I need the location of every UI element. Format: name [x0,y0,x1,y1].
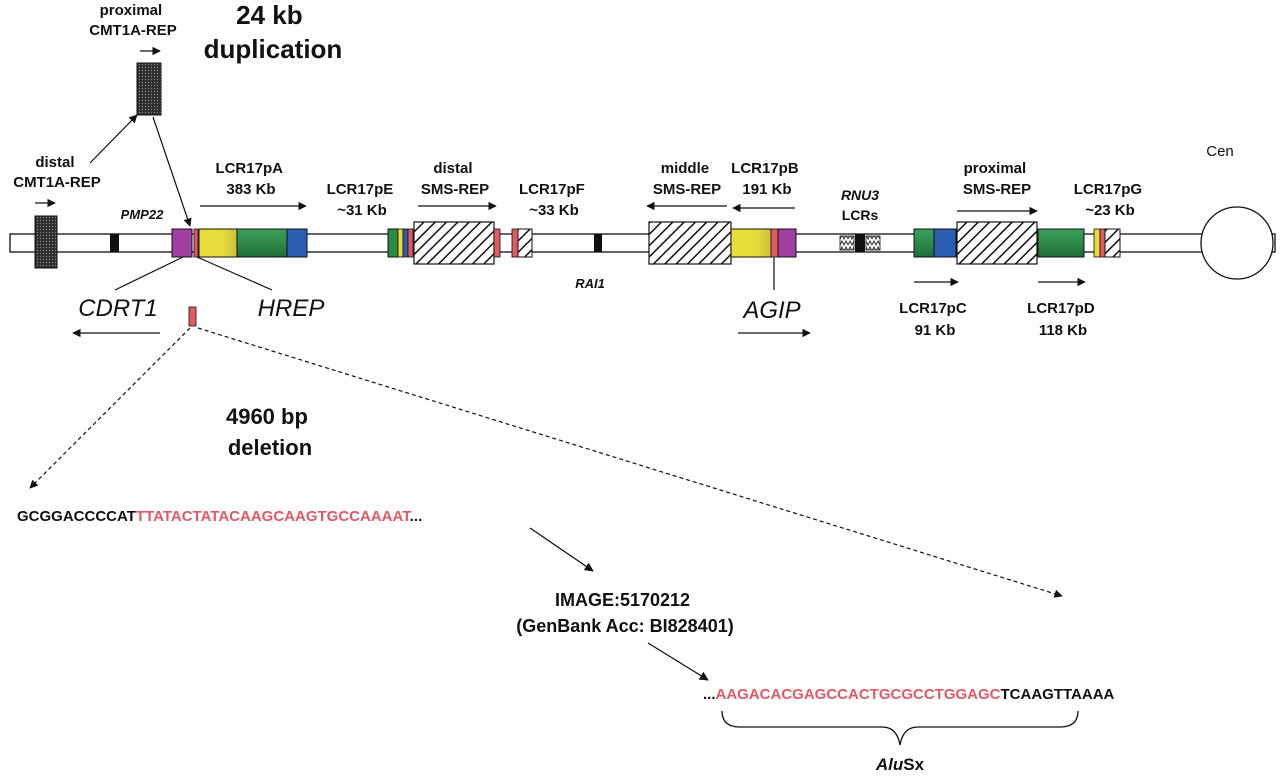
alusx-brace [721,710,1079,746]
deletion-label: 4960 bp deletion [226,404,314,460]
distal-sms-rep-block [413,221,495,265]
rai1-label: RAI1 [575,276,605,291]
lcr17pe-label: LCR17pE ~31 Kb [327,181,398,219]
rai1-marker [594,234,602,252]
distal-cmt1a-rep-block [34,215,58,269]
rnu3-label: RNU3 [841,187,879,203]
deletion-marker [188,306,197,327]
lcr17pc-label: LCR17pC 91 Kb [899,300,971,339]
image-to-seq2-arrow [647,642,709,681]
distal-sms-red-marker [493,228,501,258]
proximal-cmt1a-label: proximal CMT1A-REP [89,2,177,39]
duplication-label: 24 kb duplication [204,0,343,64]
lcr17pa-block [198,228,308,258]
sequence-2: ...AAGACACGAGCCACTGCGCCTGGAGCTCAAGTTAAAA [703,686,1115,703]
lcr17pe-block [387,228,414,258]
cdrt1-label: CDRT1 [78,295,158,322]
proximal-cmt1a-rep-block [136,62,162,116]
lcrs-label: LCRs [842,207,879,223]
lcr17pa-label: LCR17pA 383 Kb [215,160,286,198]
distal-to-proximal-arrow [89,114,138,164]
lcr17pd-block [1037,228,1085,258]
middle-sms-rep-block [648,221,732,265]
proximal-sms-label: proximal SMS-REP [963,160,1031,198]
image-clone-label: IMAGE:5170212 (GenBank Acc: BI828401) [516,590,733,636]
hrep-label: HREP [258,295,325,322]
lcr17pf-block [511,228,533,258]
cdrt1-block [171,228,193,258]
hrep-leader [196,256,273,291]
distal-cmt1a-label: distal CMT1A-REP [13,154,101,191]
middle-sms-label: middle SMS-REP [653,160,721,198]
lcr17pd-label: LCR17pD 118 Kb [1027,300,1099,339]
lcr17pb-label: LCR17pB 191 Kb [731,160,803,198]
hrep-block [193,228,199,258]
proximal-to-bar-arrow [152,116,192,227]
seq1-to-image-arrow [529,527,594,572]
alusx-label: AluSx [875,755,925,774]
rnu3-lcrs-block [839,234,881,252]
lcr17pc-block [913,228,957,258]
sequence-1: GCGGACCCCATTTATACTATACAAGCAAGTGCCAAAAT..… [17,508,422,525]
lcr17pf-label: LCR17pF ~33 Kb [519,181,589,219]
dashed-left [29,327,191,489]
pmp22-label: PMP22 [121,207,164,222]
pmp22-marker [110,234,119,252]
lcr17pb-block [730,228,797,258]
lcr17pg-block [1093,228,1121,258]
agip-label: AGIP [741,297,800,324]
cdrt1-leader [114,256,184,291]
distal-sms-label: distal SMS-REP [421,160,489,198]
lcr17pg-label: LCR17pG ~23 Kb [1074,181,1147,219]
cen-label: Cen [1206,143,1234,160]
centromere-circle [1200,206,1274,280]
dashed-right [197,327,1063,598]
proximal-sms-rep-block [956,221,1038,265]
